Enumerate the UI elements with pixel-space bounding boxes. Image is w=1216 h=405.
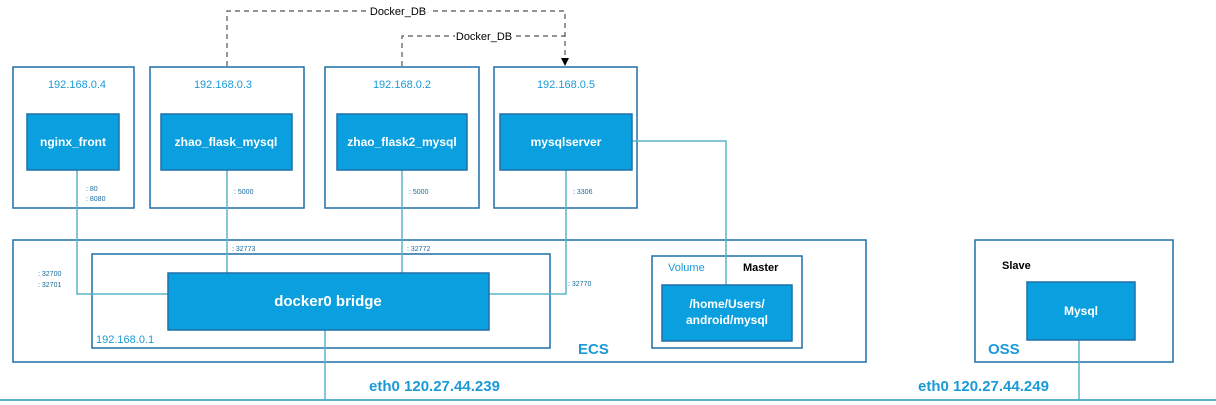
volume-path-line1: /home/Users/ [689,297,765,311]
oss-mysql-label: Mysql [1064,304,1098,318]
service-label-flask: zhao_flask_mysql [175,135,278,149]
volume-path-line2: android/mysql [686,313,768,327]
docker-db-link-outer [226,10,566,66]
docker0-bridge [167,272,490,331]
service-nginx-front [26,113,120,171]
service-zhao-flask2-mysql [336,113,468,171]
host-port-32770: : 32770 [568,281,591,288]
port-mysql-3306: : 3306 [573,189,593,196]
master-label: Master [743,262,779,274]
host-port-32700: : 32700 [38,271,61,278]
port-flask2-5000: : 5000 [409,189,429,196]
slave-label: Slave [1002,260,1031,272]
service-label-nginx: nginx_front [40,135,106,149]
service-mysqlserver [499,113,633,171]
port-flask-5000: : 5000 [234,189,254,196]
arrow-down-icon [561,58,569,66]
port-nginx-80: : 80 [86,186,98,193]
ecs-eth0-label: eth0 120.27.44.239 [369,378,500,395]
bridge-label: docker0 bridge [274,293,382,310]
link-mysql-bridge [489,170,567,295]
docker-db-label-inner: Docker_DB [456,31,512,43]
link-mysql-volume [632,140,727,285]
service-zhao-flask-mysql [160,113,293,171]
link-nginx-bridge [76,170,168,295]
volume-label: Volume [668,262,705,274]
host-port-32773: : 32773 [232,246,255,253]
host-port-32701: : 32701 [38,282,61,289]
host-port-32772: : 32772 [407,246,430,253]
ecs-label: ECS [578,341,609,358]
container-ip-flask: 192.168.0.3 [194,79,252,91]
container-ip-mysql: 192.168.0.5 [537,79,595,91]
container-ip-flask2: 192.168.0.2 [373,79,431,91]
service-label-flask2: zhao_flask2_mysql [347,135,456,149]
oss-mysql-box [1026,281,1136,341]
docker-db-label-top: Docker_DB [370,6,426,18]
service-label-mysqlserver: mysqlserver [531,135,602,149]
volume-path-box [661,284,793,342]
port-nginx-8080: : 8080 [86,196,106,203]
oss-label: OSS [988,341,1020,358]
oss-eth0-label: eth0 120.27.44.249 [918,378,1049,395]
bridge-ip: 192.168.0.1 [96,334,154,346]
container-ip-nginx: 192.168.0.4 [48,79,106,91]
